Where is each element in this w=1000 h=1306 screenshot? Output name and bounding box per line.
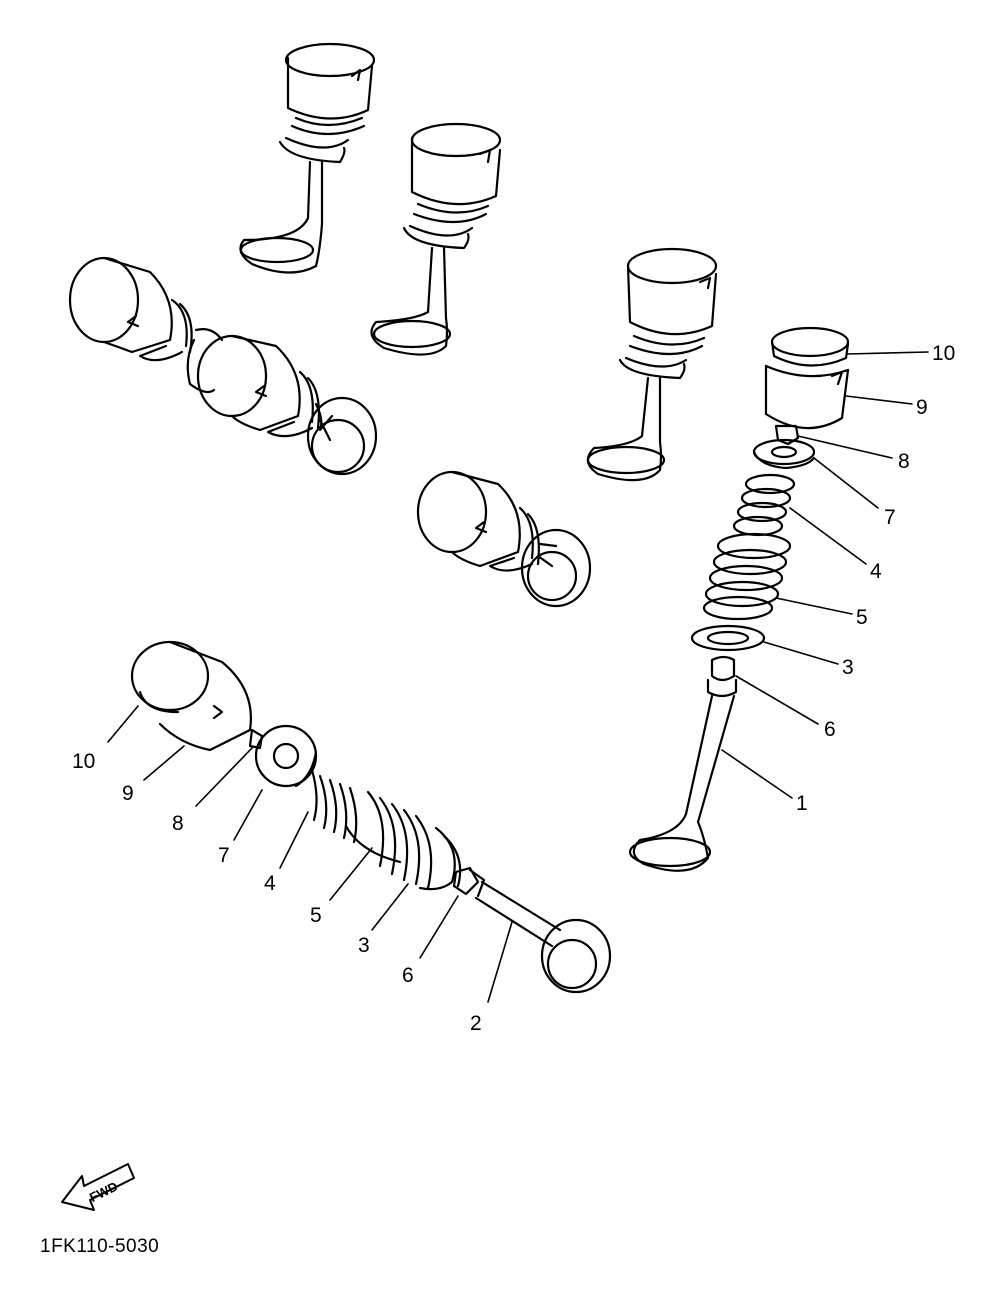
callout-right-8: 8 [898, 450, 910, 473]
valve-inner-spring [734, 475, 794, 535]
valve-exhaust [630, 696, 734, 871]
valve-spring-seat [692, 626, 764, 650]
callout-left-6: 6 [402, 964, 414, 987]
callout-left-3: 3 [358, 934, 370, 957]
valve-lifter [766, 366, 848, 428]
assembled-valve-5 [198, 336, 376, 474]
callout-left-8: 8 [172, 812, 184, 835]
valve-lifter [160, 642, 251, 750]
diagram-code: 1FK110-5030 [40, 1236, 160, 1257]
valve-cotter [250, 730, 262, 748]
exploded-valve-left [132, 642, 610, 992]
callout-right-4: 4 [870, 560, 882, 583]
callout-right-9: 9 [916, 396, 928, 419]
callout-right-6: 6 [824, 718, 836, 741]
assembled-valve-6 [418, 472, 590, 606]
callout-right-5: 5 [856, 606, 868, 629]
valve-shim [772, 328, 848, 366]
callout-left-2: 2 [470, 1012, 482, 1035]
forward-direction-arrow: FWD [62, 1164, 134, 1210]
valve-spring-retainer [754, 440, 814, 468]
assembled-valve-3 [588, 249, 716, 480]
callout-right-10: 10 [932, 342, 955, 365]
valve-stem-seal [454, 868, 484, 896]
valve-spring-retainer [256, 726, 316, 786]
callout-left-4: 4 [264, 872, 276, 895]
leader-lines [108, 352, 928, 1002]
callouts-left: 10 9 8 7 4 5 3 6 2 [72, 750, 482, 1035]
callout-left-5: 5 [310, 904, 322, 927]
exploded-valve-right [630, 328, 848, 871]
callout-left-9: 9 [122, 782, 134, 805]
callouts-right: 10 9 8 7 4 5 3 6 1 [796, 342, 955, 815]
valve-intake [476, 882, 610, 992]
valve-stem-seal [708, 657, 736, 696]
valve-outer-spring [346, 792, 431, 888]
callout-left-7: 7 [218, 844, 230, 867]
valve-spring-seat [420, 828, 460, 889]
assembled-valve-1 [240, 44, 374, 273]
valve-outer-spring [704, 534, 790, 619]
callout-right-1: 1 [796, 792, 808, 815]
callout-left-10: 10 [72, 750, 95, 773]
callout-right-3: 3 [842, 656, 854, 679]
assembled-valve-2 [372, 124, 501, 355]
callout-right-7: 7 [884, 506, 896, 529]
